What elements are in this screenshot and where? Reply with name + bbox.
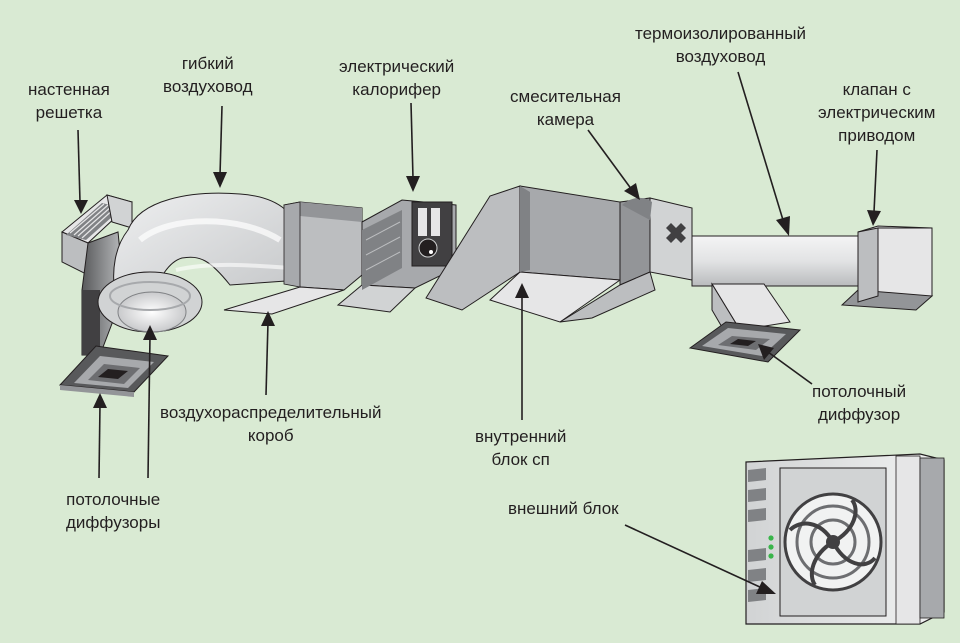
label-outdoor-unit: внешний блок xyxy=(508,497,619,520)
round-ceiling-diffuser xyxy=(97,271,203,333)
wall-grille xyxy=(61,194,133,276)
label-line: настенная xyxy=(28,80,110,99)
label-line: блок сп xyxy=(491,450,550,469)
led-indicator xyxy=(768,553,774,559)
label-electric-heater: электрический калорифер xyxy=(339,55,454,101)
label-ceiling-diffusers: потолочные диффузоры xyxy=(66,488,160,534)
insulated-duct xyxy=(691,235,883,287)
label-line: камера xyxy=(536,110,595,129)
label-line: потолочные xyxy=(66,490,161,509)
mixing-chamber xyxy=(559,197,693,323)
label-indoor-unit: внутренний блок сп xyxy=(475,425,566,471)
label-mixing-chamber: смесительная камера xyxy=(510,85,621,131)
label-line: гибкий xyxy=(181,54,234,73)
label-insulated-duct: термоизолированный воздуховод xyxy=(635,22,806,68)
right-ceiling-diffuser xyxy=(688,282,802,363)
label-line: воздухораспределительный xyxy=(160,403,382,422)
label-line: воздуховод xyxy=(675,47,766,66)
label-line: термоизолированный xyxy=(635,24,806,43)
label-line: диффузор xyxy=(817,405,901,424)
label-line: короб xyxy=(247,426,294,445)
label-line: приводом xyxy=(838,126,916,145)
label-line: клапан с xyxy=(842,80,911,99)
label-ceiling-diffuser: потолочный диффузор xyxy=(812,380,906,426)
led-indicator xyxy=(768,535,774,541)
label-line: воздуховод xyxy=(163,77,253,96)
label-motorized-valve: клапан с электрическим приводом xyxy=(818,78,935,147)
label-line: смесительная xyxy=(510,87,621,106)
label-line: калорифер xyxy=(352,80,441,99)
label-distribution-box: воздухораспределительный короб xyxy=(160,401,381,447)
led-indicator xyxy=(768,544,774,550)
motorized-valve xyxy=(840,225,934,311)
label-wall-grille: настенная решетка xyxy=(28,78,110,124)
leader-arrows xyxy=(74,71,881,594)
label-line: внешний блок xyxy=(508,499,619,518)
label-line: решетка xyxy=(35,103,103,122)
left-ceiling-diffuser xyxy=(58,345,170,397)
distribution-box xyxy=(223,201,363,315)
outdoor-unit xyxy=(745,453,945,625)
label-line: внутренний xyxy=(475,427,567,446)
label-line: диффузоры xyxy=(66,513,161,532)
label-line: потолочный xyxy=(812,382,907,401)
label-line: электрический xyxy=(339,57,455,76)
label-flexible-duct: гибкий воздуховод xyxy=(163,52,253,98)
label-line: электрическим xyxy=(818,103,936,122)
electric-heater xyxy=(336,199,457,313)
